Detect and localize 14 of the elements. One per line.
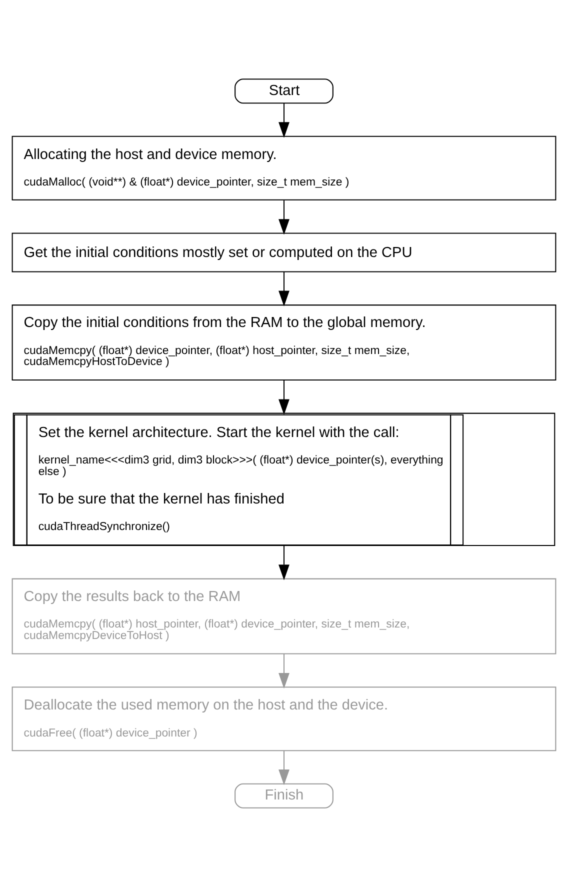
node-box: Copy the results back to the RAM cudaMemcpy( (float*) host_pointer, (float*) device_pointer, size_t mem_size, cudaMemcpyDeviceToHost ) [12, 578, 556, 654]
node-box: Copy the initial conditions from the RAM to the global memory. cudaMemcpy( (float*) device_pointer, (float*) host_pointer, size_t mem_size, cudaMemcpyHostToDevice ) [12, 304, 556, 381]
arrow [278, 103, 290, 138]
node-box: Start [234, 78, 334, 104]
arrow [278, 272, 290, 306]
arrow [278, 546, 290, 580]
node-box: Deallocate the used memory on the host and the device. cudaFree( (float*) device_pointer ) [12, 686, 556, 752]
arrow [278, 750, 290, 786]
node-box: Get the initial conditions mostly set or computed on the CPU [12, 232, 556, 272]
node-box: Allocating the host and device memory. cudaMalloc( (void**) & (float*) device_pointer, size_t mem_size ) [12, 136, 556, 200]
node-box: Finish [234, 783, 334, 808]
arrow [278, 654, 290, 689]
arrow [278, 200, 290, 235]
arrow [278, 380, 290, 415]
